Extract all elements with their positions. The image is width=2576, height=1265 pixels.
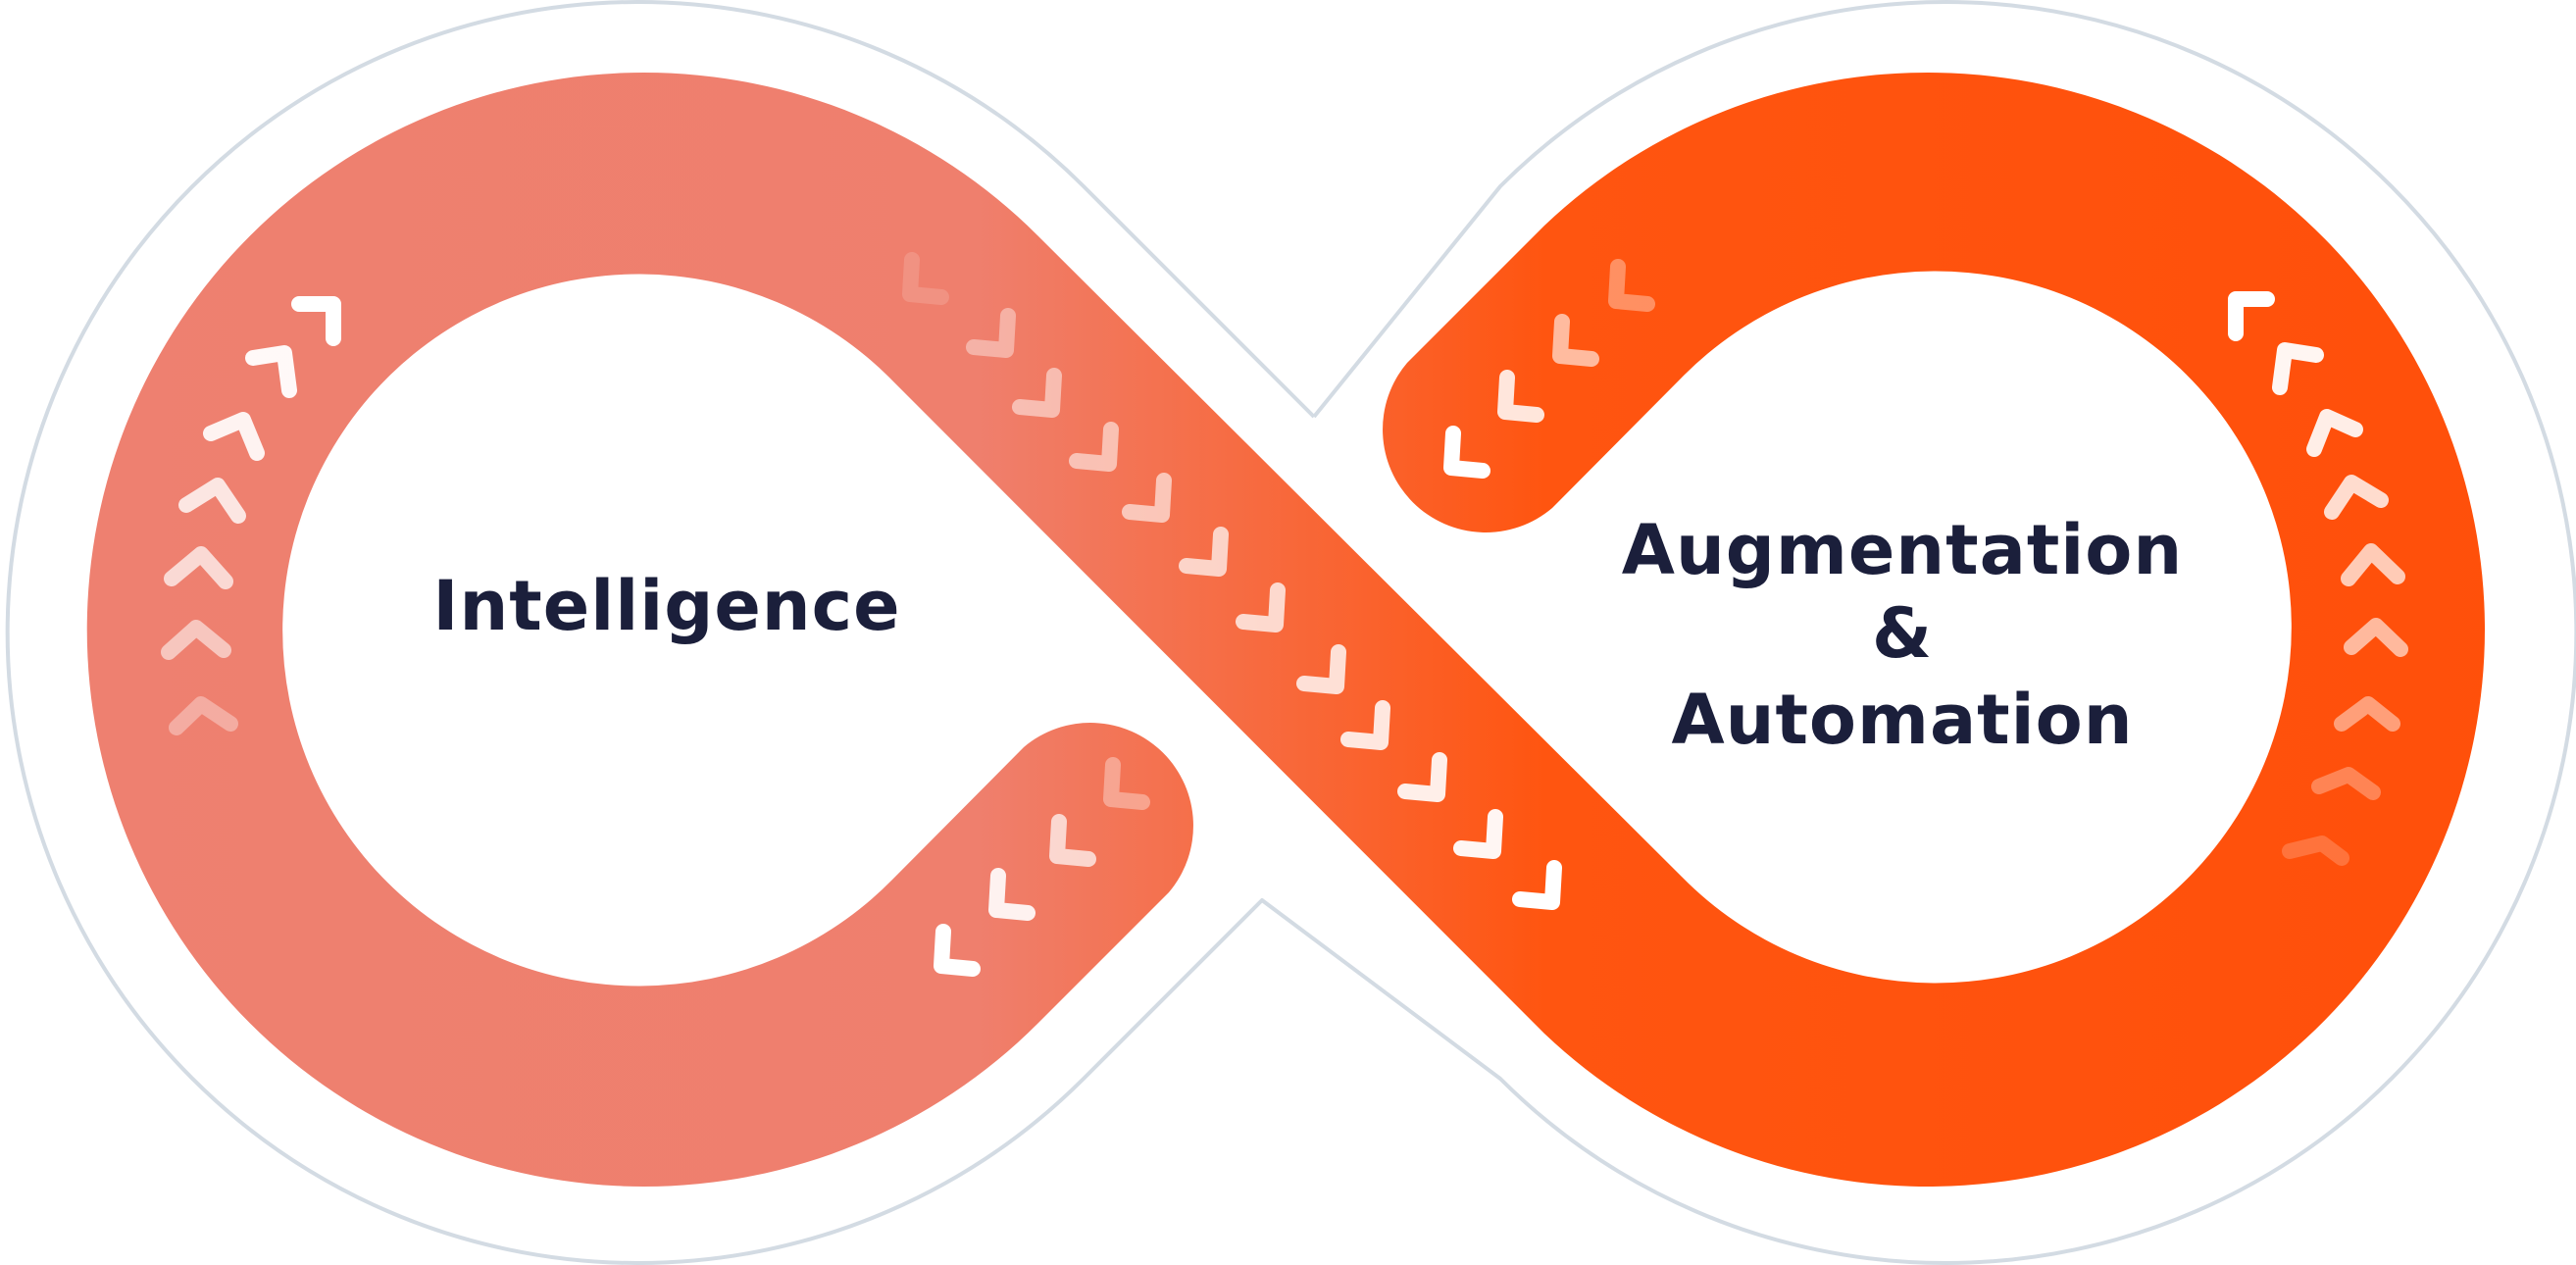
chevron-icon (1236, 582, 1286, 632)
loop-outline (5, 0, 2576, 1265)
right-loop-label-line1: Augmentation (1622, 510, 2183, 590)
chevron-icon (1012, 368, 1062, 418)
chevron-icon (2341, 543, 2405, 586)
chevron-icon (2344, 618, 2408, 657)
chevron-icon (1069, 422, 1119, 472)
chevron-icon (291, 296, 341, 346)
chevron-icon (2334, 696, 2400, 732)
chevron-icon (1453, 809, 1503, 859)
chevron-icon (164, 546, 233, 589)
chevrons-diagonal (902, 252, 1562, 910)
chevron-icon (2324, 475, 2389, 520)
chevron-icon (1049, 814, 1096, 867)
right-loop-label-line3: Automation (1671, 680, 2133, 760)
chevron-icon (966, 308, 1016, 358)
chevron-icon (2282, 835, 2349, 866)
right-loop-label-line2: & (1872, 593, 1933, 674)
chevron-icon (1443, 426, 1490, 479)
chevron-icon (245, 345, 297, 398)
chevron-icon (178, 478, 246, 524)
chevron-icon (902, 252, 949, 305)
chevron-icon (1122, 473, 1172, 523)
chevrons-left-arc (161, 296, 341, 735)
chevron-icon (988, 868, 1035, 921)
chevron-icon (1552, 314, 1599, 367)
chevron-icon (169, 696, 238, 735)
chevron-icon (161, 620, 231, 660)
chevron-icon (1608, 259, 1655, 312)
chevron-icon (1512, 860, 1562, 910)
chevron-icon (2228, 291, 2275, 341)
chevron-icon (934, 924, 981, 977)
left-loop-label: Intelligence (432, 566, 900, 646)
chevrons-right-tail (1443, 259, 1655, 479)
chevron-icon (1103, 757, 1150, 810)
chevron-icon (203, 412, 265, 461)
chevron-icon (2311, 767, 2381, 800)
chevron-icon (1397, 752, 1447, 802)
loop-band (86, 72, 2485, 1188)
chevrons-right-arc (2228, 291, 2408, 866)
chevron-icon (1497, 370, 1544, 423)
chevron-icon (2306, 409, 2363, 457)
chevron-icon (1340, 700, 1390, 750)
chevrons-left-tail (934, 757, 1150, 977)
chevron-icon (2272, 342, 2324, 395)
chevron-icon (1296, 644, 1346, 694)
chevron-icon (1179, 527, 1229, 577)
